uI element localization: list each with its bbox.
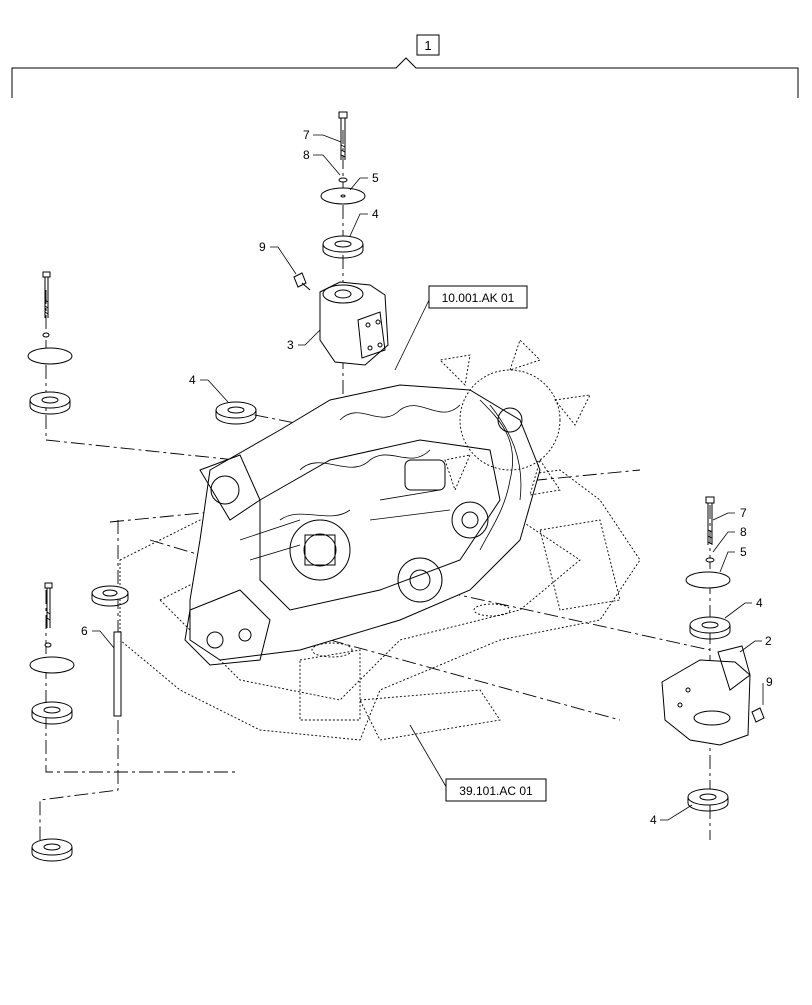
- frame-outline: [119, 469, 641, 741]
- callout-top-washer-small: 8: [303, 148, 310, 162]
- right-mount-stack: [661, 496, 765, 812]
- callout-numbers: 7 8 5 4 9 3 4 6 7 8 5 4 2 9 4: [81, 128, 773, 827]
- callout-right-bolt: 7: [740, 506, 747, 520]
- frame-reference-label: 39.101.AC 01: [459, 784, 533, 798]
- callout-right-washer: 5: [740, 545, 747, 559]
- assembly-label: 1: [424, 38, 431, 53]
- assembly-bracket: 1: [11, 34, 799, 98]
- callout-cover: 3: [287, 338, 294, 352]
- callout-top-screw: 9: [259, 240, 266, 254]
- callout-bracket: 2: [765, 634, 772, 648]
- callout-right-mount: 4: [756, 596, 763, 610]
- callout-bottom-mount: 4: [650, 813, 657, 827]
- engine-reference-label: 10.001.AK 01: [442, 291, 515, 305]
- frame-reference: 39.101.AC 01: [445, 778, 547, 802]
- top-mount-stack: [293, 111, 389, 366]
- callout-right-screw: 9: [766, 675, 773, 689]
- callout-top-bolt: 7: [303, 128, 310, 142]
- callout-right-washer-small: 8: [740, 525, 747, 539]
- callout-rod: 6: [81, 624, 88, 638]
- lower-left-mount-stack: [29, 582, 122, 862]
- left-mount-stack: [27, 271, 257, 607]
- engine-assembly: [184, 339, 591, 666]
- callout-top-washer: 5: [372, 171, 379, 185]
- leader-lines: [92, 134, 764, 821]
- callout-left-mount: 4: [189, 373, 196, 387]
- callout-top-mount: 4: [372, 207, 379, 221]
- engine-reference: 10.001.AK 01: [428, 285, 528, 309]
